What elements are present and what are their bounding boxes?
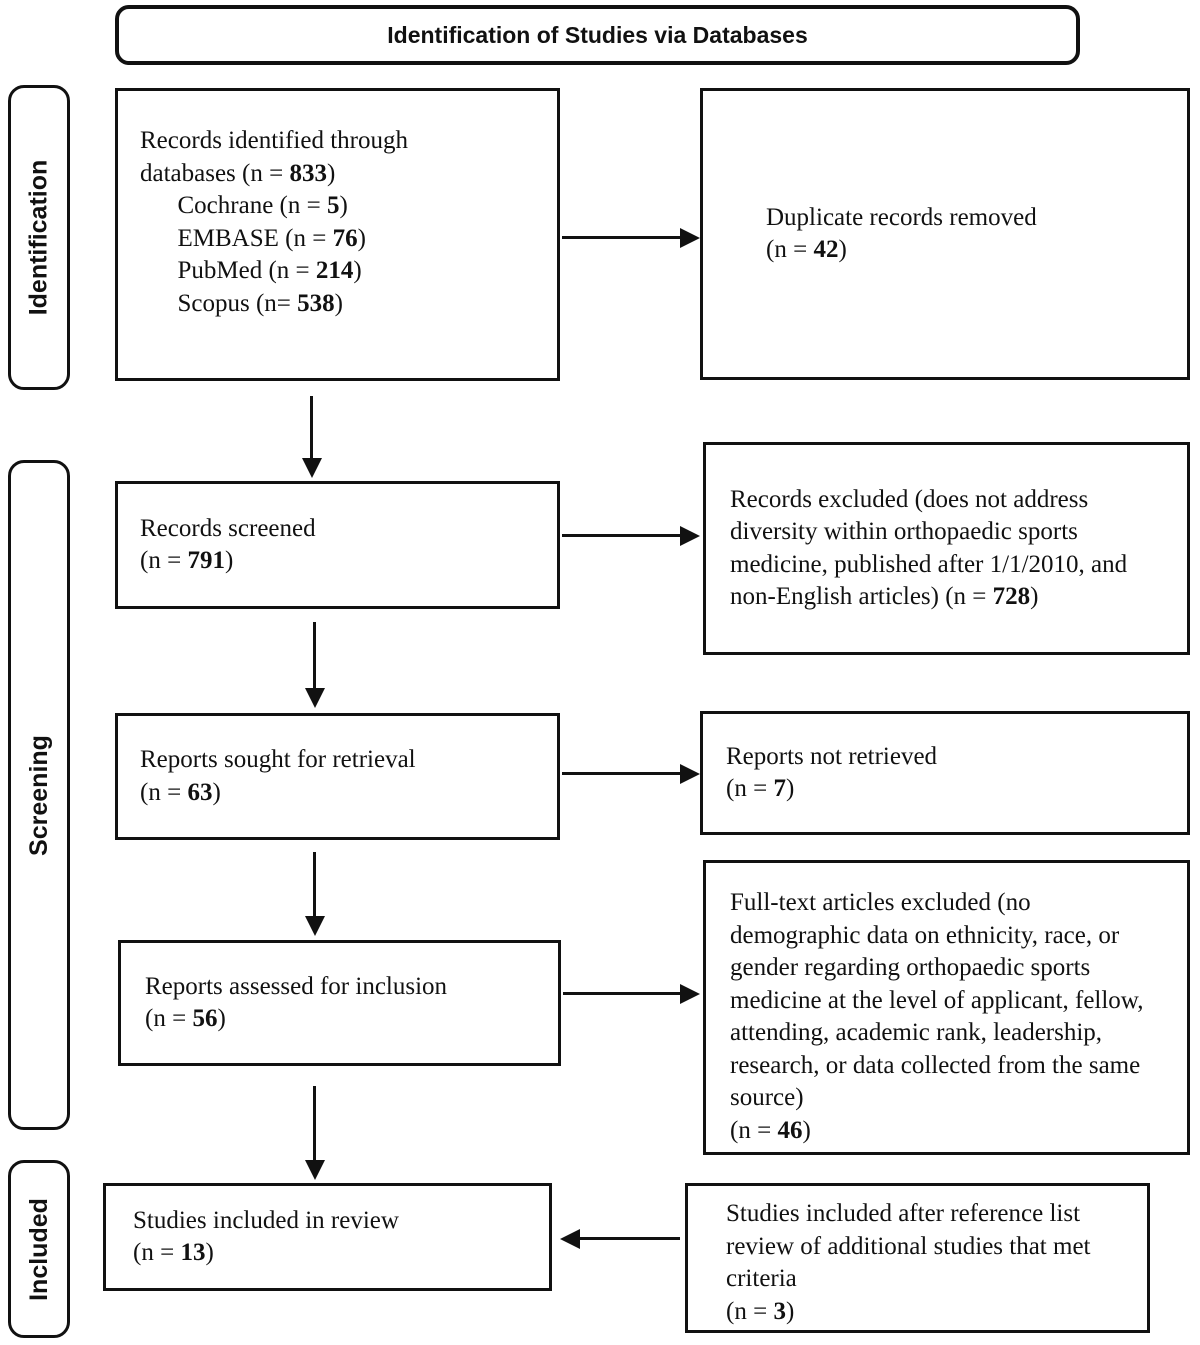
arrow-right-icon-identified-to-duplicates: [562, 227, 700, 248]
arrow-down-icon-sought-to-assessed: [304, 852, 325, 936]
box-duplicates-removed: Duplicate records removed(n = 42): [700, 88, 1190, 380]
arrow-left-icon-reference-to-included: [560, 1228, 680, 1249]
stage-label-included-text: Included: [24, 1197, 53, 1301]
stage-label-identification-text: Identification: [24, 159, 53, 316]
arrow-down-icon-assessed-to-included: [304, 1086, 325, 1180]
box-studies-included: Studies included in review(n = 13): [103, 1183, 552, 1291]
box-studies-included-text: Studies included in review(n = 13): [133, 1206, 399, 1267]
box-reports-sought: Reports sought for retrieval(n = 63): [115, 713, 560, 840]
arrow-right-icon-assessed-to-fulltext-excluded: [563, 983, 700, 1004]
arrow-right-icon-screened-to-excluded: [562, 525, 700, 546]
box-records-screened-text: Records screened(n = 791): [140, 514, 316, 575]
stage-label-included: Included: [8, 1160, 70, 1338]
arrow-down-icon-screened-to-sought: [304, 622, 325, 708]
stage-label-screening-text: Screening: [24, 734, 53, 856]
box-reports-assessed-text: Reports assessed for inclusion(n = 56): [145, 972, 448, 1033]
diagram-title: Identification of Studies via Databases: [387, 21, 808, 48]
arrow-right-icon-sought-to-not-retrieved: [562, 763, 700, 784]
arrow-down-icon-identified-to-screened: [301, 396, 322, 478]
diagram-title-box: Identification of Studies via Databases: [115, 5, 1080, 65]
box-records-screened: Records screened(n = 791): [115, 481, 560, 609]
box-reports-not-retrieved-text: Reports not retrieved(n = 7): [726, 742, 938, 803]
stage-label-screening: Screening: [8, 460, 70, 1130]
box-duplicates-removed-text: Duplicate records removed(n = 42): [766, 203, 1037, 264]
stage-label-identification: Identification: [8, 85, 70, 390]
box-reports-assessed: Reports assessed for inclusion(n = 56): [118, 940, 561, 1066]
box-reports-not-retrieved: Reports not retrieved(n = 7): [700, 711, 1190, 835]
box-reports-sought-text: Reports sought for retrieval(n = 63): [140, 746, 416, 806]
